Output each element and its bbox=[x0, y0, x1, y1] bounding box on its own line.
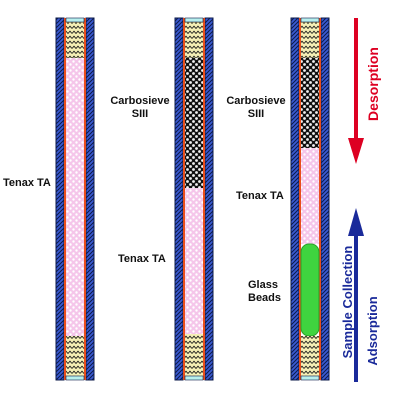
glass-wool-bottom bbox=[66, 336, 84, 376]
tube-end-bottom bbox=[65, 375, 85, 381]
desorption-label: Desorption bbox=[365, 47, 381, 121]
desorption-arrow-head bbox=[348, 138, 364, 164]
tube-wall-left bbox=[55, 17, 65, 381]
tube-end-top bbox=[184, 17, 204, 23]
tenax-bed bbox=[66, 58, 84, 336]
carbosieve-bed bbox=[301, 58, 319, 148]
adsorption-arrow-head bbox=[348, 208, 364, 236]
carbosieve-bed bbox=[185, 58, 203, 188]
tenax-bed bbox=[185, 188, 203, 334]
glass-wool-top bbox=[185, 22, 203, 58]
tube-wall-left bbox=[290, 17, 300, 381]
label-tube3-glass-beads-line1: Glass bbox=[248, 279, 278, 291]
desorption-flow: Desorption bbox=[348, 18, 381, 164]
inner-lining-right bbox=[319, 18, 321, 380]
label-tube1-tenax: Tenax TA bbox=[3, 177, 51, 189]
glass-wool-bottom bbox=[301, 336, 319, 376]
inner-lining-left bbox=[64, 18, 66, 380]
inner-lining-left bbox=[299, 18, 301, 380]
label-tube2-tenax: Tenax TA bbox=[118, 253, 166, 265]
label-tube3-glass-beads-line2: Beads bbox=[248, 292, 281, 304]
tenax-bed bbox=[301, 148, 319, 244]
label-tube2-carbosieve-line2: SIII bbox=[132, 108, 149, 120]
desorption-arrow-shaft bbox=[354, 18, 358, 140]
adsorption-label-line2: Adsorption bbox=[365, 296, 380, 365]
tube-end-bottom bbox=[184, 375, 204, 381]
adsorption-flow: Sample Collection Adsorption bbox=[340, 208, 380, 382]
tube-1 bbox=[55, 17, 95, 381]
tube-wall-right bbox=[204, 17, 214, 381]
tube-wall-left bbox=[174, 17, 184, 381]
tube-2 bbox=[174, 17, 214, 381]
label-tube3-carbosieve-line1: Carbosieve bbox=[226, 95, 285, 107]
inner-lining-left bbox=[183, 18, 185, 380]
tube-wall-right bbox=[85, 17, 95, 381]
glass-wool-top bbox=[66, 22, 84, 58]
label-tube3-tenax: Tenax TA bbox=[236, 190, 284, 202]
glass-wool-top bbox=[301, 22, 319, 58]
tube-wall-right bbox=[320, 17, 330, 381]
label-tube3-carbosieve-line2: SIII bbox=[248, 108, 265, 120]
glass-wool-bottom bbox=[185, 334, 203, 376]
tube-end-top bbox=[65, 17, 85, 23]
tube-end-top bbox=[300, 17, 320, 23]
tube-end-bottom bbox=[300, 375, 320, 381]
adsorption-arrow-shaft bbox=[354, 234, 358, 382]
inner-lining-right bbox=[203, 18, 205, 380]
glass-beads-bed bbox=[300, 243, 320, 337]
label-tube2-carbosieve-line1: Carbosieve bbox=[110, 95, 169, 107]
packing-labels: Tenax TA Carbosieve SIII Tenax TA Carbos… bbox=[3, 95, 286, 304]
tube-3 bbox=[290, 17, 330, 381]
inner-lining-right bbox=[84, 18, 86, 380]
adsorption-label-line1: Sample Collection bbox=[340, 246, 355, 359]
